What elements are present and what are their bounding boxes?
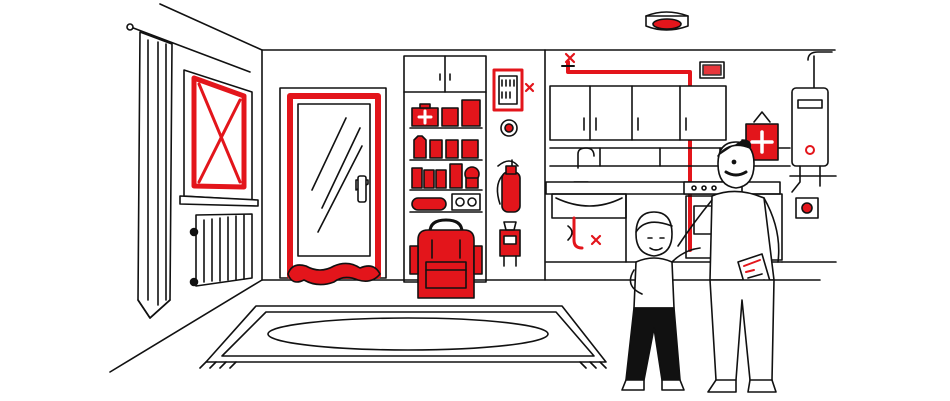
draft-stopper-icon bbox=[287, 262, 381, 286]
backpack-icon bbox=[409, 218, 483, 299]
door-icon bbox=[279, 87, 387, 279]
alarm-button-icon bbox=[795, 197, 819, 219]
faucet-icon bbox=[573, 147, 595, 183]
rug-icon bbox=[199, 305, 607, 369]
room-structure bbox=[109, 3, 836, 373]
first-aid-kit-icon bbox=[411, 103, 439, 127]
close-icon bbox=[590, 234, 602, 246]
shelf-icon bbox=[403, 55, 487, 283]
fire-extinguisher-icon bbox=[496, 159, 521, 213]
fuse-box-icon bbox=[492, 68, 524, 112]
curtain bbox=[126, 23, 251, 319]
smoke-detector-icon bbox=[645, 11, 689, 31]
upper-cabinets bbox=[549, 85, 727, 141]
adult-figure-icon bbox=[677, 139, 780, 393]
alarm-button-icon bbox=[500, 119, 518, 137]
child-figure-icon bbox=[621, 211, 701, 391]
gas-valve-icon bbox=[564, 52, 576, 64]
fire-blanket-icon bbox=[499, 221, 521, 267]
window-crossed-icon bbox=[179, 69, 259, 207]
boiler-icon bbox=[791, 51, 833, 193]
vent-icon bbox=[699, 61, 725, 79]
close-icon bbox=[524, 82, 535, 93]
water-valve-icon bbox=[567, 216, 584, 250]
room-structure bbox=[781, 175, 837, 263]
radiator-icon bbox=[189, 213, 253, 287]
